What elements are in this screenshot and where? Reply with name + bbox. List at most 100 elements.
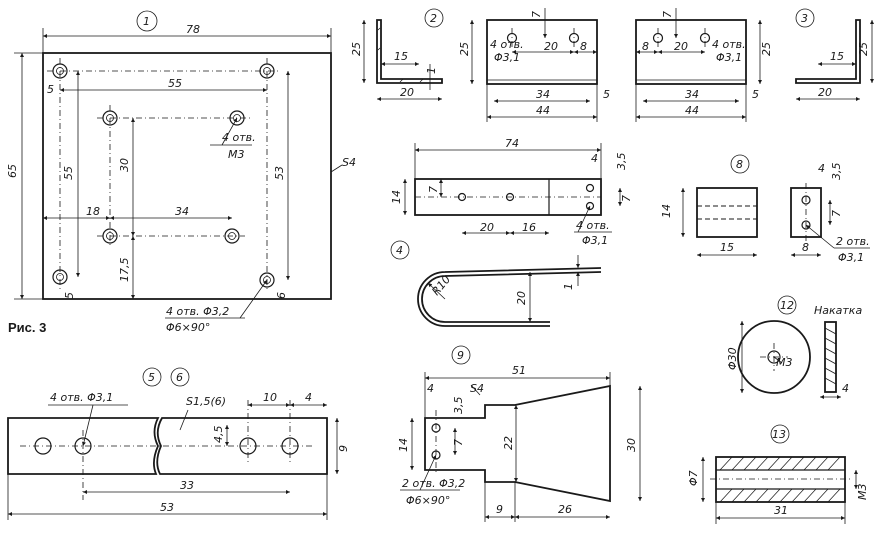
part-4-t1: 1	[562, 283, 575, 290]
part-6-number: 6	[176, 371, 183, 384]
part-1-holes	[52, 63, 275, 288]
dim-5-top: 5	[47, 83, 54, 96]
part-9-w51: 51	[512, 364, 526, 377]
part-2-front-dia: Φ3,1	[494, 51, 520, 64]
part-4-w20: 20	[480, 221, 494, 234]
part-9-material: S4	[470, 382, 484, 395]
part-1-note-holes: 4 отв. Φ3,2	[166, 305, 229, 318]
part-2-front-h7: 7	[530, 11, 543, 18]
part-5-h4-5: 4,5	[212, 426, 225, 444]
part-3-front-w34: 34	[685, 88, 699, 101]
part-8-note: 2 отв.	[836, 235, 870, 248]
dim-17-5: 17,5	[118, 258, 131, 283]
part-2-number-circle	[424, 8, 444, 28]
part-8-h7: 7	[830, 210, 843, 217]
part-2-front-w44: 44	[536, 104, 550, 117]
part-5-note: 4 отв. Φ3,1	[50, 391, 113, 404]
part-2-side-view	[376, 19, 443, 84]
dim-65: 65	[6, 164, 19, 178]
part-9-h3-5: 3,5	[452, 397, 465, 415]
part-2-front-w20: 20	[544, 40, 558, 53]
part-5-6-strip: 5 6 4 отв. Φ3,1 S1,5(6) 10 4 4,5 9 33 53	[7, 367, 350, 520]
part-4-note: 4 отв.	[576, 219, 610, 232]
part-4-w74: 74	[505, 137, 519, 150]
part-8-dia: Φ3,1	[838, 251, 864, 264]
part-8-h14: 14	[660, 204, 673, 218]
part-3-number: 3	[801, 12, 808, 25]
part-8-w15: 15	[720, 241, 734, 254]
part-3-front-w8: 8	[642, 40, 649, 53]
part-4-h20: 20	[515, 291, 528, 305]
part-13-number: 13	[772, 428, 786, 441]
part-1-number-circle	[136, 10, 158, 32]
part-4-number-circle	[390, 240, 410, 260]
part-9-h14: 14	[397, 438, 410, 452]
dim-78: 78	[186, 23, 200, 36]
part-12-knurl-label: Накатка	[814, 304, 862, 317]
part-4-h14: 14	[390, 190, 403, 204]
part-3-number-circle	[795, 8, 815, 28]
part-3-front-w5: 5	[752, 88, 759, 101]
part-13-number-circle	[770, 424, 790, 444]
part-3-front-dia: Φ3,1	[716, 51, 742, 64]
part-9-note-chamfer: Φ6×90°	[406, 494, 450, 507]
part-4-h7b: 7	[620, 195, 633, 202]
part-5-h9: 9	[337, 445, 350, 452]
dim-5-bottom: 5	[63, 292, 76, 299]
dim-55-vertical: 55	[62, 166, 75, 180]
part-1-note-m3-thread: M3	[228, 148, 245, 161]
part-3-front-w44: 44	[685, 104, 699, 117]
part-2-side-h25: 25	[350, 42, 363, 56]
dim-30: 30	[118, 158, 131, 172]
part-3-front-h7: 7	[661, 11, 674, 18]
part-3-side-w20: 20	[818, 86, 832, 99]
part-5-w4: 4	[305, 391, 312, 404]
part-1-note-chamfer: Φ6×90°	[166, 321, 210, 334]
dim-53: 53	[273, 166, 286, 180]
part-12-side-view	[824, 321, 837, 393]
part-9-w26: 26	[558, 503, 572, 516]
part-5-number: 5	[148, 371, 155, 384]
part-8-block: 8 14 15 4 3,5 7 8 2 отв. Φ3,1	[660, 154, 870, 264]
part-1-number: 1	[143, 15, 150, 28]
part-5-strip-right	[156, 417, 328, 475]
dim-34: 34	[175, 205, 189, 218]
part-4-dia: Φ3,1	[582, 234, 608, 247]
part-5-material: S1,5(6)	[186, 395, 226, 408]
part-8-side-view	[696, 187, 758, 238]
part-9-bracket: 9 51 4 3,5 S4 14 7 22 30 9 26 2 отв. Φ3,…	[397, 345, 642, 522]
part-1-material: S4	[342, 156, 356, 169]
part-2-bracket: 2 25 15 1 20 25 7 4 отв. Φ3,1 20 8 34 44	[350, 8, 610, 122]
part-4-bent-inner	[421, 271, 602, 323]
part-9-note: 2 отв. Φ3,2	[402, 477, 465, 490]
part-4-h3-5: 3,5	[615, 153, 628, 171]
part-12-thread: M3	[776, 356, 793, 369]
part-2-front-h25: 25	[458, 42, 471, 56]
part-3-front-h25: 25	[760, 42, 773, 56]
part-8-number: 8	[736, 158, 743, 171]
part-5-number-circle	[142, 367, 162, 387]
part-3-bracket: 3 7 8 20 4 отв. Φ3,1 25 34 44 5 15 25 20	[635, 8, 874, 122]
part-12-knurled-nut: 12 Накатка M3 Φ30 4	[726, 295, 862, 399]
part-12-dia: Φ30	[726, 347, 739, 370]
part-5-w53: 53	[160, 501, 174, 514]
part-3-side-h25: 25	[857, 42, 870, 56]
part-4-spring-clip: 74 4 3,5 14 7 7 20 16 4 отв. Φ3,1 4 R10 …	[390, 137, 633, 327]
part-9-h30: 30	[625, 438, 638, 452]
part-2-side-w20: 20	[400, 86, 414, 99]
part-13-spacer: 13 Φ7 M3 31	[687, 424, 869, 524]
part-13-w31: 31	[774, 504, 788, 517]
part-12-face-view	[737, 320, 811, 394]
part-3-side-view	[795, 19, 861, 84]
part-13-section	[715, 456, 846, 503]
part-5-w10: 10	[263, 391, 277, 404]
part-2-number: 2	[430, 12, 437, 25]
part-4-w4: 4	[591, 152, 598, 165]
dim-55-horizontal: 55	[168, 77, 182, 90]
figure-caption: Рис. 3	[8, 320, 46, 335]
part-3-side-w15: 15	[830, 50, 844, 63]
part-1-outline	[42, 52, 332, 300]
part-5-strip-left	[7, 417, 160, 475]
part-2-front-w5: 5	[603, 88, 610, 101]
part-4-w16: 16	[522, 221, 536, 234]
